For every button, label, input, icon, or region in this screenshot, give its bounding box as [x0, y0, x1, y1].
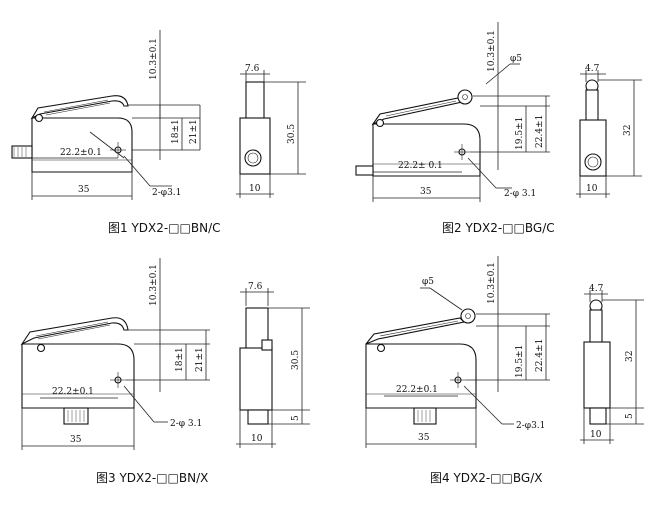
fig4-dim-pitch: 22.2±0.1 [396, 385, 438, 395]
fig4-dim-22: 22.4±1 [535, 339, 545, 372]
fig3-dim-side-term: 5 [291, 415, 301, 421]
fig4-dim-top: 10.3±0.1 [487, 262, 497, 304]
fig3-dim-21: 21±1 [195, 347, 205, 372]
fig4-dim-roller: φ5 [422, 277, 434, 287]
fig3-dim-width: 35 [70, 435, 82, 445]
figure-3: 10.3±0.1 18±1 21±1 22.2±0.1 2-φ 3.1 35 7… [20, 258, 310, 485]
fig3-dim-side-w: 7.6 [248, 282, 263, 292]
fig4-front-view [365, 308, 477, 425]
fig1-dim-top: 10.3±0.1 [149, 38, 159, 80]
fig3-dim-pitch: 22.2±0.1 [52, 387, 94, 397]
fig1-dim-side-w: 7.6 [245, 64, 260, 74]
fig4-dim-width: 35 [418, 433, 430, 443]
fig3-dim-side-base: 10 [251, 434, 263, 444]
fig2-dimensions [372, 22, 550, 202]
fig1-dim-width: 35 [78, 185, 90, 195]
fig1-front-view [11, 95, 133, 173]
fig3-dim-hole: 2-φ 3.1 [170, 419, 202, 429]
fig4-dim-hole: 2-φ3.1 [516, 421, 545, 431]
fig2-dim-side-h: 32 [623, 125, 633, 136]
fig4-dim-side-base: 10 [590, 430, 602, 440]
fig1-dimensions [31, 30, 201, 200]
fig2-front-view [355, 89, 481, 177]
fig1-caption: 图1 YDX2-□□BN/C [108, 221, 221, 235]
figure-1: 10.3±0.1 18±1 21±1 22.2±0.1 2-φ3.1 35 7.… [11, 30, 306, 235]
fig3-dim-top: 10.3±0.1 [149, 264, 159, 306]
fig2-dim-hole: 2-φ 3.1 [504, 189, 536, 199]
fig2-dim-19: 19.5±1 [515, 117, 525, 150]
fig2-dim-roller: φ5 [510, 54, 522, 64]
fig1-side-view [236, 70, 306, 198]
fig3-front-view [20, 317, 135, 425]
fig2-dim-side-base: 10 [586, 184, 598, 194]
fig2-dim-pitch: 22.2± 0.1 [398, 161, 443, 171]
fig3-dim-18: 18±1 [175, 347, 185, 372]
fig2-caption: 图2 YDX2-□□BG/C [442, 221, 555, 235]
fig1-dim-21: 21±1 [189, 119, 199, 144]
fig3-caption: 图3 YDX2-□□BN/X [96, 471, 208, 485]
fig4-side-view [580, 290, 644, 444]
figure-4: 10.3±0.1 φ5 19.5±1 22.4±1 22.2±0.1 2-φ3.… [365, 256, 644, 485]
fig3-dimensions [21, 258, 210, 450]
fig4-dimensions [365, 256, 550, 448]
fig1-dim-18: 18±1 [171, 119, 181, 144]
fig2-dim-22: 22.4±1 [535, 115, 545, 148]
fig2-dim-width: 35 [420, 187, 432, 197]
fig1-dim-side-base: 10 [249, 184, 261, 194]
fig4-dim-side-w: 4.7 [589, 284, 604, 294]
fig4-dim-19: 19.5±1 [515, 345, 525, 378]
fig2-dim-top: 10.3±0.1 [487, 30, 497, 72]
fig4-caption: 图4 YDX2-□□BG/X [430, 471, 542, 485]
fig4-dim-side-term: 5 [625, 413, 635, 419]
fig3-dim-side-h: 30.5 [291, 350, 301, 370]
fig3-side-view [236, 288, 310, 448]
fig1-dim-hole: 2-φ3.1 [152, 188, 181, 198]
fig2-side-view [576, 70, 642, 198]
fig4-dim-side-h: 32 [625, 351, 635, 362]
fig1-dim-pitch: 22.2±0.1 [60, 148, 102, 158]
figure-2: 10.3±0.1 φ5 19.5±1 22.4±1 22.2± 0.1 2-φ … [355, 22, 642, 235]
fig2-dim-side-w: 4.7 [585, 64, 600, 74]
fig1-dim-side-h: 30.5 [287, 124, 297, 144]
